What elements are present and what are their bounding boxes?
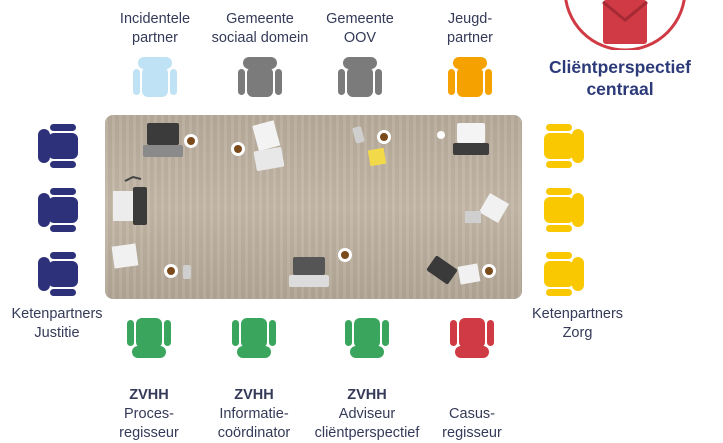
diagram-title: Cliëntperspectief centraal [549, 57, 691, 99]
label-casusregisseur: Casus- regisseur [442, 406, 502, 441]
chair-gemeente-sociaal-icon [238, 57, 282, 97]
chair-justitie-2-icon [38, 188, 78, 232]
chair-zorg-3-icon [544, 252, 584, 296]
label-ketenpartners-zorg: Ketenpartners Zorg [531, 306, 624, 341]
chair-justitie-1-icon [38, 124, 78, 168]
chair-adviseur-icon [345, 318, 389, 358]
chair-zorg-1-icon [544, 124, 584, 168]
label-gemeente-sociaal-domein: Gemeente sociaal domein [211, 11, 309, 46]
chair-jeugdpartner-icon [448, 57, 492, 97]
label-ketenpartners-justitie: Ketenpartners Justitie [11, 306, 103, 341]
label-jeugdpartner: Jeugd- partner [447, 11, 493, 46]
chair-informatiecoordinator-icon [232, 318, 276, 358]
table-items-icon [111, 120, 510, 287]
chair-casusregisseur-icon [450, 318, 494, 358]
label-gemeente-oov: Gemeente OOV [326, 11, 394, 46]
chair-justitie-3-icon [38, 252, 78, 296]
chair-incidentele-partner-icon [133, 57, 177, 97]
chair-zorg-2-icon [544, 188, 584, 232]
meeting-table [105, 115, 522, 299]
chair-procesregisseur-icon [127, 318, 171, 358]
client-emblem-icon [564, 0, 686, 50]
label-incidentele-partner: Incidentele partner [119, 11, 191, 46]
chair-gemeente-oov-icon [338, 57, 382, 97]
